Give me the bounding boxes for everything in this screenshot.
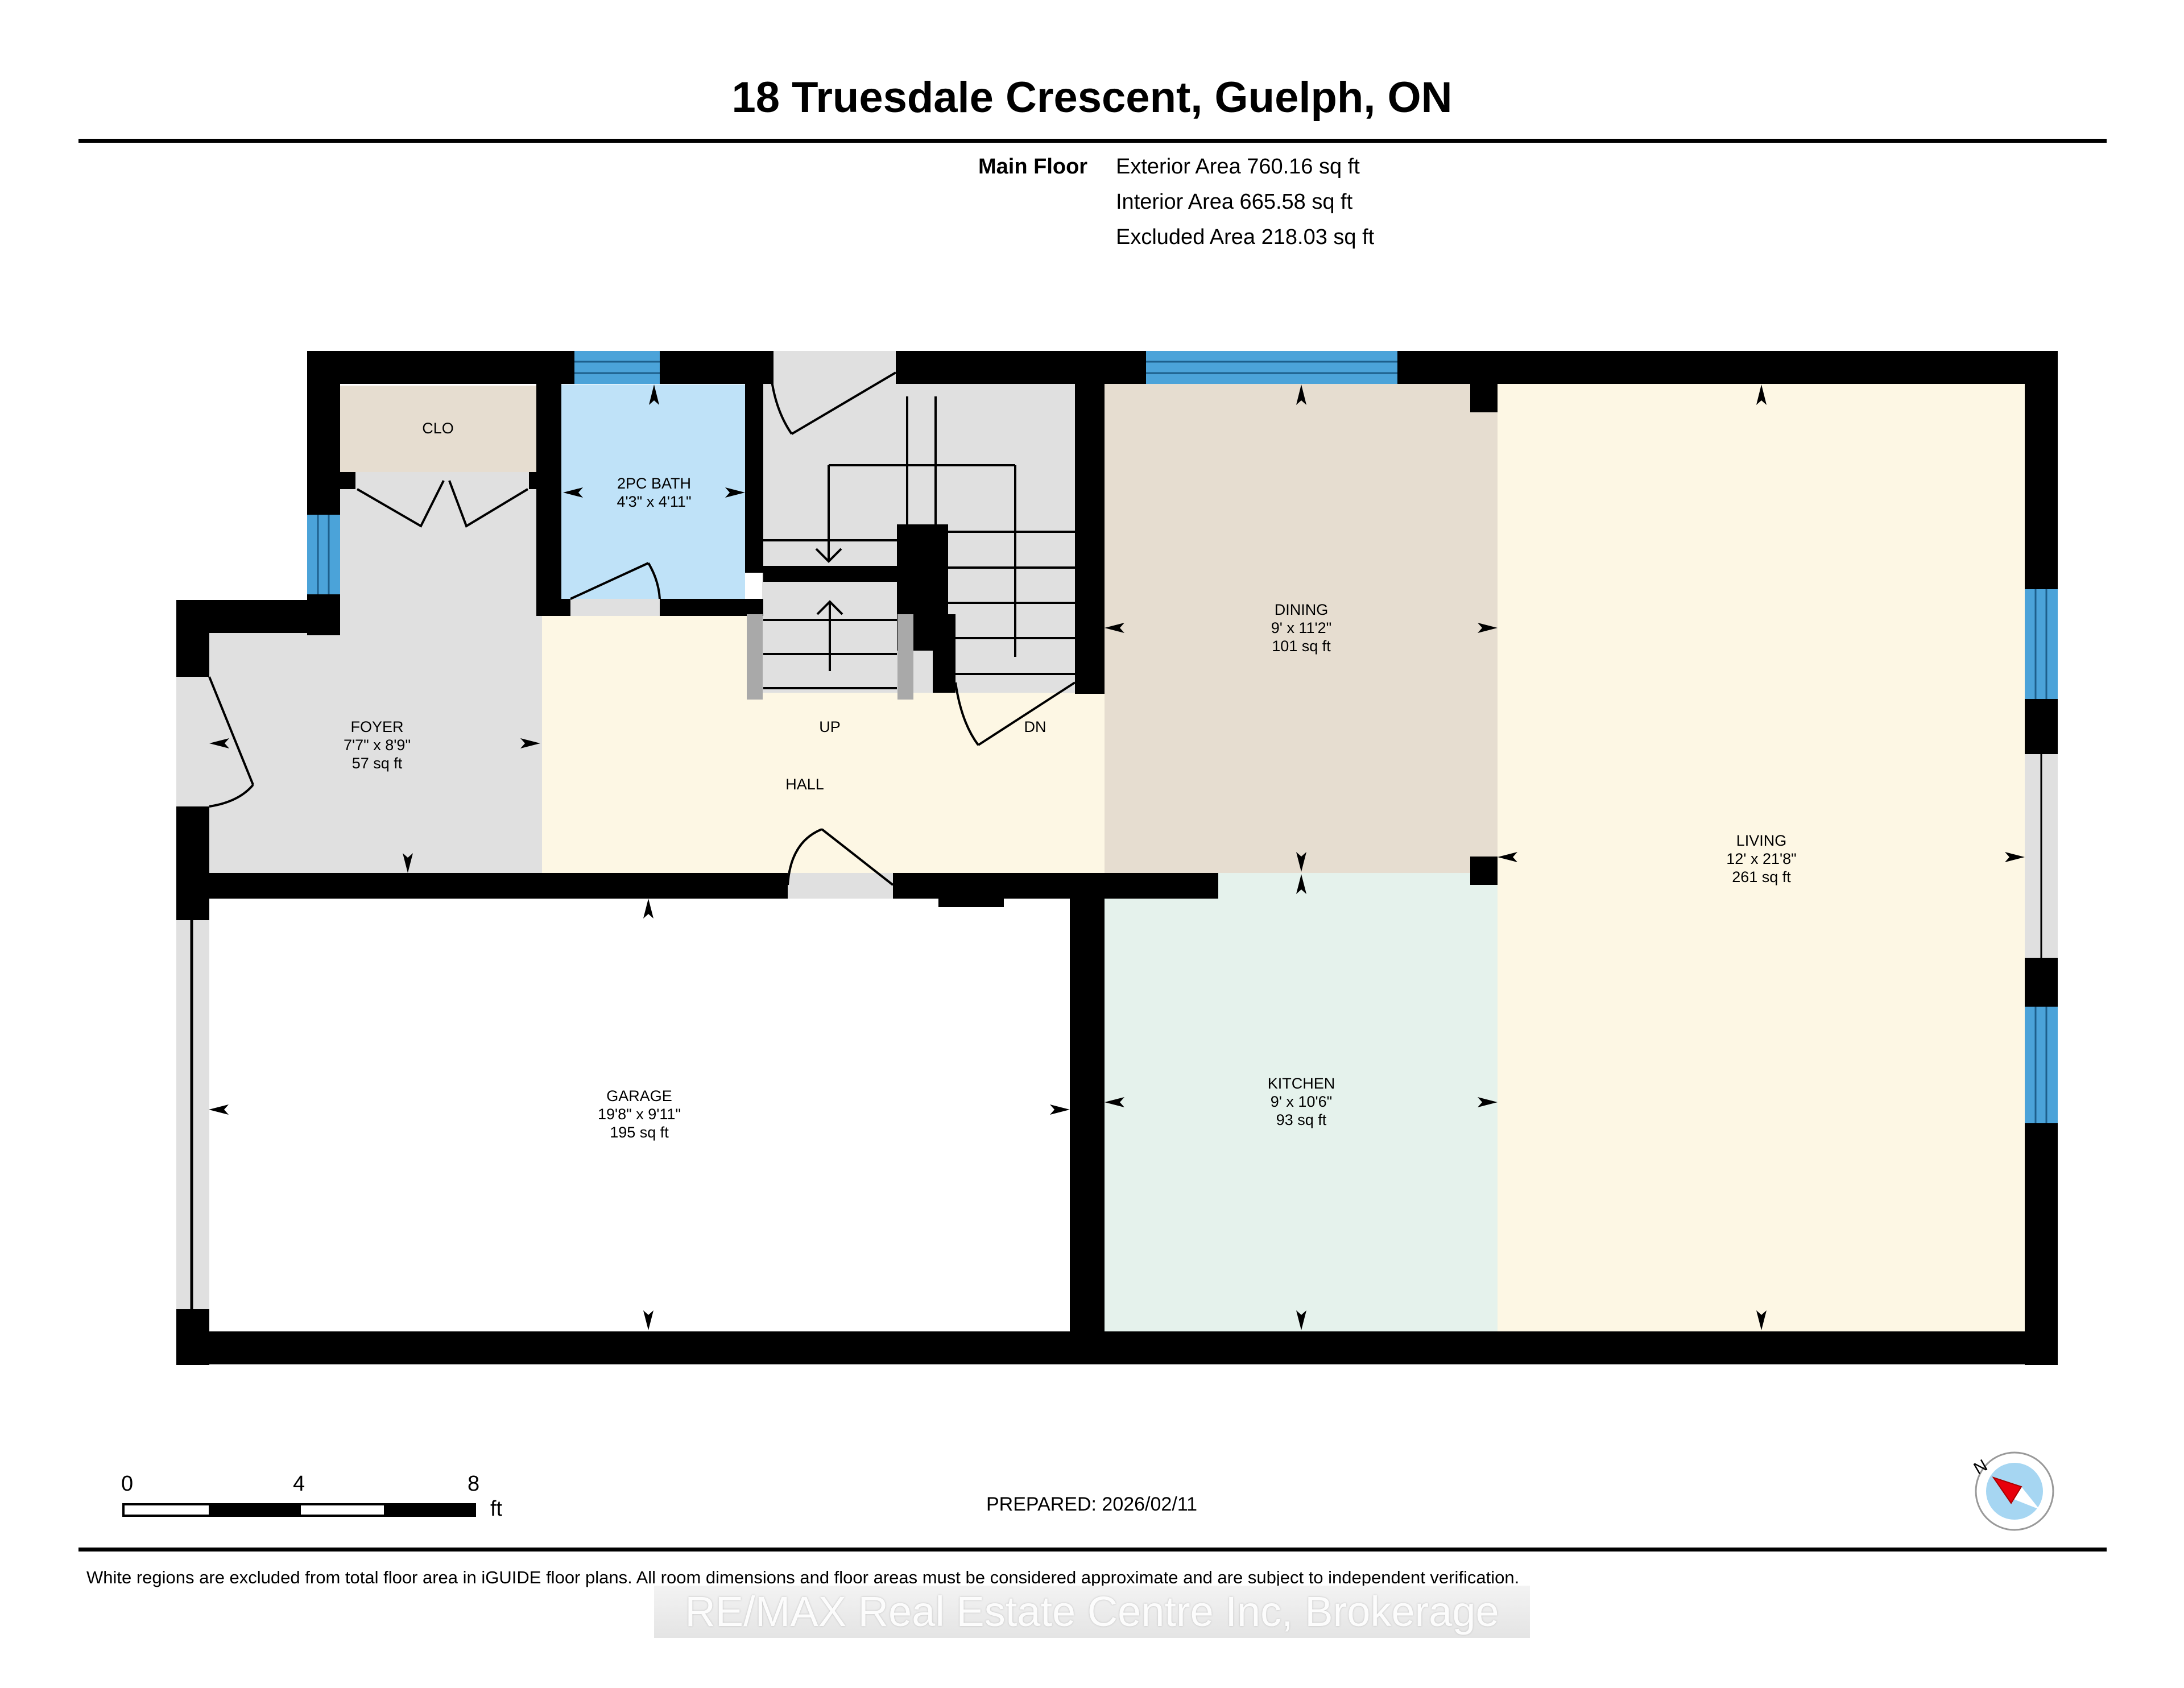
room-dining-fill — [1105, 383, 1498, 873]
room-name: KITCHEN — [1267, 1075, 1335, 1092]
scale-bar — [122, 1503, 476, 1517]
room-label-garage: GARAGE 19'8" x 9'11" 195 sq ft — [598, 1087, 681, 1141]
room-dims: 7'7" x 8'9" — [343, 737, 411, 754]
room-garage-fill — [209, 897, 1071, 1331]
room-label-living: LIVING 12' x 21'8" 261 sq ft — [1726, 831, 1796, 886]
stairs-up — [747, 464, 1015, 700]
window-dining — [1146, 351, 1397, 384]
room-label-foyer: FOYER 7'7" x 8'9" 57 sq ft — [344, 718, 411, 772]
patio-door — [2025, 754, 2058, 958]
room-label-bath: 2PC BATH 4'3" x 4'11" — [617, 474, 691, 511]
room-living-fill — [1498, 383, 2025, 1331]
window-living-lower — [2025, 1007, 2058, 1123]
room-dims: 4'3" x 4'11" — [617, 493, 692, 510]
room-name: DN — [1024, 718, 1046, 735]
room-name: FOYER — [350, 718, 404, 735]
stairs-down-label: DN — [1024, 718, 1046, 736]
garage-door — [176, 920, 209, 1309]
room-area: 93 sq ft — [1276, 1111, 1327, 1128]
scale-tick-4: 4 — [293, 1472, 305, 1496]
basement-door — [954, 674, 1076, 746]
scale-tick-0: 0 — [121, 1472, 134, 1496]
room-name: DINING — [1274, 601, 1329, 618]
windows — [307, 351, 2058, 1123]
room-name: LIVING — [1736, 832, 1787, 849]
room-name: CLO — [422, 420, 454, 437]
room-area: 261 sq ft — [1732, 868, 1791, 886]
excluded-area: Excluded Area 218.03 sq ft — [1116, 225, 1375, 249]
room-dims: 9' x 11'2" — [1271, 619, 1332, 636]
room-closet-fill — [340, 386, 536, 472]
room-dims: 9' x 10'6" — [1270, 1093, 1333, 1110]
room-area: 195 sq ft — [610, 1124, 669, 1141]
closet-doors — [355, 472, 529, 528]
room-name: HALL — [785, 776, 824, 793]
prepared-date: PREPARED: 2026/02/11 — [986, 1493, 1198, 1515]
room-label-closet: CLO — [422, 419, 454, 437]
bath-door — [570, 562, 661, 616]
interior-area: Interior Area 665.58 sq ft — [1116, 190, 1353, 214]
room-label-hall: HALL — [785, 775, 824, 793]
brokerage-watermark: RE/MAX Real Estate Centre Inc, Brokerage — [654, 1586, 1530, 1638]
room-name: 2PC BATH — [617, 475, 692, 492]
disclaimer: White regions are excluded from total fl… — [86, 1567, 1520, 1587]
compass-icon: N — [1968, 1445, 2059, 1536]
room-bath-fill — [561, 384, 745, 599]
dimension-arrows — [209, 384, 2025, 1330]
stairs-up-label: UP — [819, 718, 841, 736]
exterior-area: Exterior Area 760.16 sq ft — [1116, 155, 1360, 179]
room-name: UP — [819, 718, 841, 735]
room-name: GARAGE — [606, 1087, 672, 1104]
footer-divider — [78, 1548, 2107, 1552]
page-title: 18 Truesdale Crescent, Guelph, ON — [731, 73, 1453, 122]
room-kitchen-fill — [1105, 873, 1498, 1331]
room-dims: 19'8" x 9'11" — [597, 1106, 681, 1123]
window-bath — [574, 351, 660, 384]
stairs-down — [906, 396, 1083, 675]
front-door — [176, 676, 254, 808]
garage-entry-door — [787, 828, 894, 899]
room-area: 101 sq ft — [1272, 638, 1331, 655]
room-dims: 12' x 21'8" — [1726, 850, 1797, 867]
window-living-upper — [2025, 589, 2058, 699]
stair-top-door — [770, 351, 897, 435]
room-label-dining: DINING 9' x 11'2" 101 sq ft — [1271, 601, 1331, 655]
scale-unit: ft — [490, 1497, 503, 1521]
window-foyer — [307, 515, 340, 594]
room-area: 57 sq ft — [351, 755, 403, 772]
scale-tick-8: 8 — [468, 1472, 480, 1496]
header-divider — [78, 139, 2107, 143]
floor-label: Main Floor — [978, 155, 1088, 179]
room-label-kitchen: KITCHEN 9' x 10'6" 93 sq ft — [1268, 1074, 1335, 1129]
room-foyer-fill — [209, 472, 542, 873]
